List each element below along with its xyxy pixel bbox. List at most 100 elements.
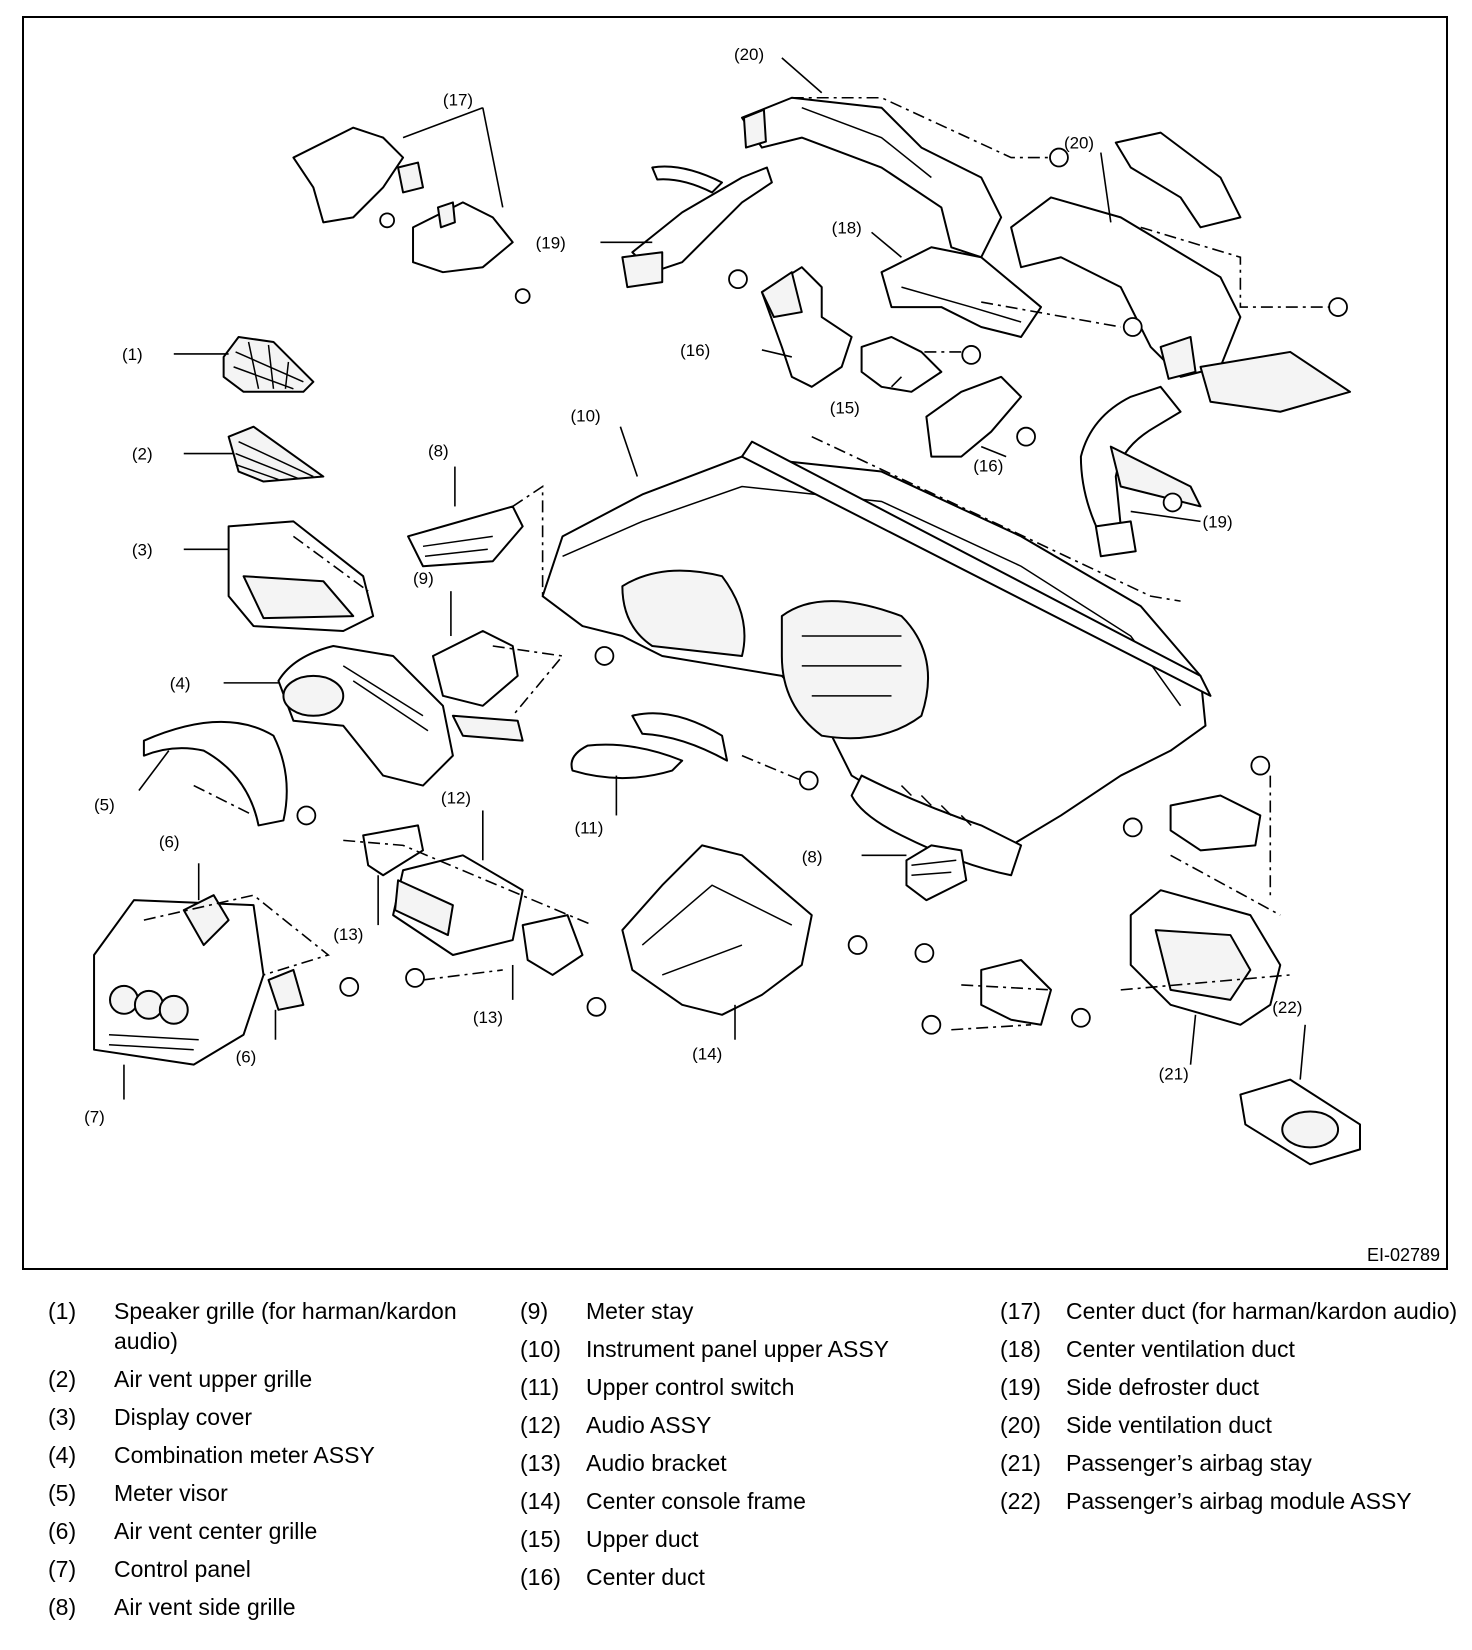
legend-item: (19) Side defroster duct (1000, 1372, 1466, 1402)
callout-21: (21) (1159, 1065, 1189, 1084)
center-duct-upper (760, 266, 853, 388)
center-console-frame (621, 844, 813, 1016)
legend-item-text: Center ventilation duct (1066, 1336, 1295, 1362)
legend-item: (11)Upper control switch (520, 1372, 946, 1402)
meter-visor (142, 721, 288, 827)
air-vent-side-grille-left (407, 505, 524, 568)
legend-item: (22) Passenger’s airbag module ASSY (1000, 1486, 1466, 1516)
center-duct-harman-kardon (292, 126, 514, 274)
passenger-airbag-stay (1129, 889, 1282, 1026)
legend-item-text: Air vent upper grille (114, 1366, 313, 1392)
legend-item-number: (9) (520, 1298, 549, 1324)
legend-column-1: (1)Speaker grille (for harman/kardon aud… (48, 1296, 496, 1630)
legend-item: (13) Audio bracket (520, 1448, 946, 1478)
legend-item-text: Upper duct (586, 1526, 699, 1552)
center-ventilation-duct (880, 246, 1043, 338)
audio-bracket-right (521, 914, 584, 976)
callout-16-left: (16) (680, 341, 710, 360)
legend-item: (2)Air vent upper grille (48, 1364, 496, 1394)
legend-item: (4) Combination meter ASSY (48, 1440, 496, 1470)
callout-11: (11) (575, 818, 604, 837)
callout-22: (22) (1272, 998, 1302, 1017)
legend-item-text: Air vent side grille (114, 1594, 296, 1620)
callout-15: (15) (830, 399, 860, 418)
screw-set (296, 147, 1348, 1035)
legend-item-number: (1) (48, 1298, 77, 1324)
legend-item: (15) Upper duct (520, 1524, 946, 1554)
callout-9: (9) (413, 569, 434, 588)
legend-item-number: (7) (48, 1556, 77, 1582)
legend-item-number: (3) (48, 1404, 77, 1430)
center-duct-lower (925, 375, 1023, 458)
passenger-airbag-module-assy (1239, 1078, 1361, 1166)
control-panel (93, 899, 265, 1066)
callout-14: (14) (692, 1045, 722, 1064)
legend-item-text: Side ventilation duct (1066, 1412, 1272, 1438)
legend-item: (14) Center console frame (520, 1486, 946, 1516)
legend-item-number: (13) (520, 1450, 561, 1476)
callout-12: (12) (441, 788, 471, 807)
callout-6-top: (6) (159, 832, 180, 851)
legend-item-text: Display cover (114, 1404, 253, 1430)
legend-item-number: (4) (48, 1442, 77, 1468)
legend-item: (8)Air vent side grille (48, 1592, 496, 1622)
legend-item: (10)Instrument panel upper ASSY (520, 1334, 946, 1364)
side-defroster-duct-right (1079, 385, 1202, 558)
upper-duct (860, 335, 943, 393)
legend-item-text: Side defroster duct (1066, 1374, 1260, 1400)
callout-1: (1) (122, 345, 143, 364)
legend-item-number: (5) (48, 1480, 77, 1506)
combination-meter-assy (277, 644, 454, 787)
callout-3: (3) (132, 540, 153, 559)
legend-item: (9) Meter stay (520, 1296, 946, 1326)
assembly-lines (143, 96, 1331, 1031)
legend-column-2: (9) Meter stay (10)Instrument panel upper … (520, 1296, 946, 1600)
figure-code: EI-02789 (1366, 1245, 1440, 1265)
legend-item-number: (22) (1000, 1488, 1041, 1514)
callout-20-left: (20) (734, 45, 764, 64)
speaker-grille (222, 335, 315, 393)
callout-2: (2) (132, 445, 153, 464)
legend-item-number: (21) (1000, 1450, 1041, 1476)
legend-item-number: (15) (520, 1526, 561, 1552)
legend-item: (20) Side ventilation duct (1000, 1410, 1466, 1440)
legend-item-number: (10) (520, 1336, 561, 1362)
legend-item-number: (20) (1000, 1412, 1041, 1438)
legend-item-text: Combination meter ASSY (114, 1442, 375, 1468)
legend-item-number: (18) (1000, 1336, 1041, 1362)
legend-item: (5)Meter visor (48, 1478, 496, 1508)
display-cover (227, 520, 375, 633)
callout-4: (4) (170, 674, 191, 693)
air-vent-side-grille-right (905, 844, 968, 902)
callout-13-left: (13) (333, 925, 363, 944)
legend-item-number: (12) (520, 1412, 561, 1438)
legend-item-text: Meter stay (586, 1298, 694, 1324)
legend-item-number: (14) (520, 1488, 561, 1514)
callout-labels: (1) (2) (3) (4) (5) (6) (6) (7) (8) (8) … (84, 45, 1302, 1127)
legend-item-number: (19) (1000, 1374, 1041, 1400)
side-defroster-duct-left (621, 165, 773, 289)
legend-item-text: Passenger’s airbag module ASSY (1066, 1488, 1412, 1514)
leader-lines (123, 57, 1306, 1100)
callout-17: (17) (443, 91, 473, 110)
legend-item-text: Center duct (for harman/kardon audio) (1066, 1298, 1458, 1324)
legend-item: (7)Control panel (48, 1554, 496, 1584)
side-ventilation-duct-right (1010, 131, 1352, 413)
callout-5: (5) (94, 795, 115, 814)
callout-13-right: (13) (473, 1008, 503, 1027)
callout-6-bottom: (6) (236, 1048, 257, 1067)
legend-item-text: Passenger’s airbag stay (1066, 1450, 1312, 1476)
air-vent-upper-grille (227, 425, 325, 483)
airbag-stay-bracket (980, 794, 1262, 1026)
legend-item-number: (6) (48, 1518, 77, 1544)
legend-item: (12) Audio ASSY (520, 1410, 946, 1440)
legend-item-text: Audio bracket (586, 1450, 727, 1476)
legend-item-text: Audio ASSY (586, 1412, 712, 1438)
legend-item-number: (17) (1000, 1298, 1041, 1324)
legend-item-text: Center console frame (586, 1488, 806, 1514)
legend-item: (16)Center duct (520, 1562, 946, 1592)
callout-20-right: (20) (1064, 134, 1094, 153)
air-vent-center-grille (182, 894, 305, 1011)
upper-control-switch (570, 712, 729, 780)
diagram-canvas: (1) (2) (3) (4) (5) (6) (6) (7) (8) (8) … (84, 45, 1361, 1166)
